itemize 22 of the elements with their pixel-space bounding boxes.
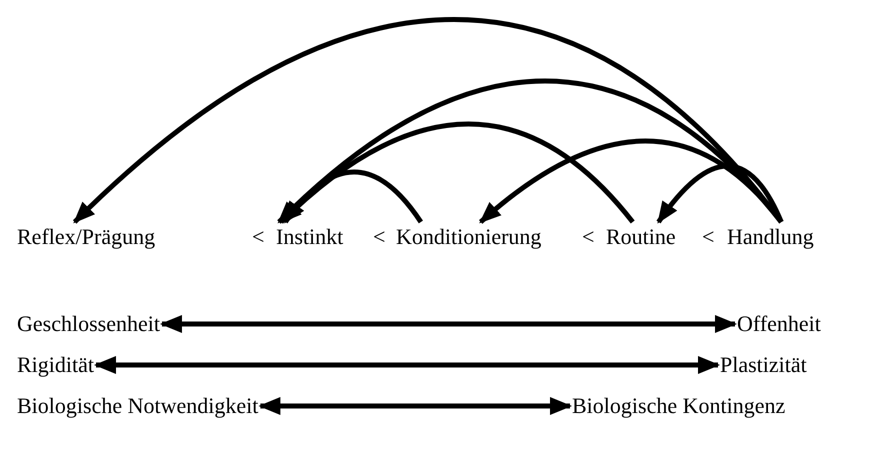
term-label: Handlung	[725, 222, 816, 252]
less-than-sign: <	[373, 223, 386, 251]
arrow	[479, 138, 784, 224]
less-than-sign: <	[252, 223, 264, 251]
term-label: Plastizität	[718, 350, 809, 380]
term-label: Rigidität	[15, 350, 96, 380]
term-label: Routine	[604, 222, 678, 252]
arrow	[258, 397, 572, 415]
term-label: Biologische Kontingenz	[570, 391, 788, 421]
term-label: Reflex/Prägung	[15, 222, 158, 252]
arrow	[279, 122, 635, 224]
arrow	[94, 356, 720, 374]
term-label: Offenheit	[735, 309, 823, 339]
arrow	[160, 315, 737, 333]
arrow	[656, 164, 784, 224]
term-label: Biologische Notwendigkeit	[15, 391, 260, 421]
term-label: Instinkt	[274, 222, 346, 252]
arrow	[283, 170, 423, 224]
term-label: Konditionierung	[394, 222, 544, 252]
term-label: Geschlossenheit	[15, 309, 162, 339]
less-than-sign: <	[582, 223, 594, 251]
less-than-sign: <	[702, 223, 714, 251]
